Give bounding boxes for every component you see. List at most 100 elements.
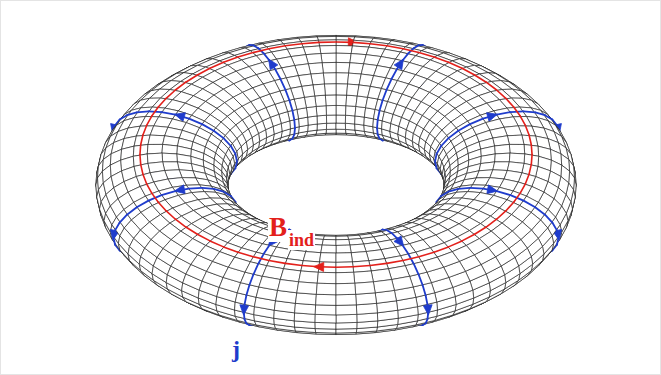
mesh-cell bbox=[326, 123, 336, 129]
mesh-cell bbox=[316, 106, 326, 116]
current-loop bbox=[376, 120, 378, 128]
field-loop bbox=[269, 46, 285, 49]
current-loop bbox=[162, 191, 176, 195]
field-loop bbox=[166, 90, 175, 98]
mesh-cell bbox=[479, 162, 495, 171]
mesh-cell bbox=[325, 95, 336, 106]
mesh-cell bbox=[177, 162, 193, 171]
mesh-cell bbox=[324, 84, 336, 95]
mesh-cell bbox=[318, 40, 336, 46]
field-loop bbox=[139, 155, 141, 165]
mesh-cell bbox=[315, 95, 326, 106]
field-loop bbox=[285, 44, 302, 46]
field-loop bbox=[520, 184, 525, 193]
current-loop bbox=[137, 201, 149, 208]
field-loop bbox=[210, 62, 224, 68]
field-loop bbox=[529, 135, 531, 145]
field-loop bbox=[253, 49, 269, 53]
mesh-cell bbox=[336, 95, 347, 106]
mesh-cell bbox=[493, 162, 509, 171]
field-loop bbox=[531, 145, 533, 155]
mesh-cell bbox=[345, 123, 355, 130]
mesh-cell bbox=[303, 46, 321, 55]
field-loop bbox=[419, 53, 434, 58]
mesh-cell bbox=[326, 105, 336, 115]
current-loop bbox=[235, 154, 237, 162]
mesh-cell bbox=[495, 144, 510, 154]
field-loop bbox=[486, 82, 496, 90]
mesh-cell bbox=[306, 106, 317, 117]
current-loop bbox=[231, 146, 236, 154]
mesh-cell bbox=[336, 115, 346, 123]
field-loop bbox=[506, 202, 514, 211]
current-loop bbox=[524, 111, 536, 112]
mesh-cell bbox=[162, 153, 177, 162]
current-loop bbox=[545, 215, 552, 223]
current-loop bbox=[378, 111, 380, 120]
current-loop bbox=[189, 119, 202, 124]
mesh-cell bbox=[350, 54, 366, 64]
field-loop bbox=[158, 98, 166, 107]
field-loop bbox=[531, 155, 533, 165]
current-loop bbox=[376, 128, 378, 134]
field-loop bbox=[387, 46, 403, 49]
field-loop bbox=[197, 68, 210, 75]
field-loop bbox=[529, 164, 531, 174]
current-loop bbox=[497, 112, 511, 114]
current-loop bbox=[293, 120, 295, 128]
field-loop bbox=[139, 145, 141, 155]
mesh-cell bbox=[336, 46, 352, 54]
field-loop bbox=[302, 42, 319, 43]
current-loop bbox=[383, 90, 387, 101]
current-loop bbox=[470, 187, 483, 190]
mesh-cell bbox=[336, 53, 351, 63]
mesh-cell bbox=[322, 62, 336, 73]
field-loop bbox=[370, 44, 387, 46]
mesh-cell bbox=[336, 105, 346, 115]
mesh-cell bbox=[163, 162, 179, 171]
current-loop bbox=[380, 100, 383, 110]
mesh-cell bbox=[509, 144, 524, 154]
field-loop bbox=[141, 135, 143, 145]
mesh-cell bbox=[336, 62, 350, 73]
mesh-cell bbox=[148, 135, 165, 144]
mesh-cell bbox=[323, 73, 336, 84]
current-loop bbox=[189, 187, 202, 190]
current-loop bbox=[552, 223, 557, 231]
field-loop bbox=[434, 57, 448, 62]
field-loop bbox=[224, 57, 238, 62]
current-arrowhead bbox=[269, 59, 278, 70]
field-loop bbox=[175, 82, 185, 90]
mesh-cell bbox=[336, 123, 346, 129]
mesh-cell bbox=[317, 123, 327, 130]
current-loop bbox=[127, 207, 137, 214]
mesh-cell bbox=[355, 116, 365, 125]
mesh-cell bbox=[336, 333, 356, 334]
current-loop bbox=[392, 69, 397, 79]
mesh-cell bbox=[346, 95, 357, 106]
current-loop bbox=[292, 111, 294, 120]
field-loop bbox=[462, 68, 475, 75]
current-loop bbox=[137, 111, 149, 112]
field-loop bbox=[152, 193, 159, 202]
field-loop bbox=[141, 164, 143, 174]
mesh-cell bbox=[351, 46, 369, 55]
mesh-cell bbox=[336, 129, 346, 133]
mesh-cell bbox=[147, 144, 162, 154]
mesh-cell bbox=[308, 116, 318, 125]
field-loop bbox=[525, 174, 529, 184]
current-loop bbox=[120, 215, 127, 223]
mesh-cell bbox=[313, 84, 325, 96]
current-loop bbox=[281, 79, 286, 90]
mesh-cell bbox=[336, 134, 348, 135]
mesh-cell bbox=[306, 54, 322, 64]
mesh-cell bbox=[347, 84, 359, 96]
current-loop bbox=[535, 207, 545, 214]
field-loop bbox=[514, 107, 521, 116]
mesh-cell bbox=[316, 333, 336, 334]
current-loop bbox=[535, 112, 545, 115]
mesh-cell bbox=[495, 153, 510, 162]
current-loop bbox=[127, 112, 137, 115]
current-arrowhead bbox=[394, 59, 403, 70]
